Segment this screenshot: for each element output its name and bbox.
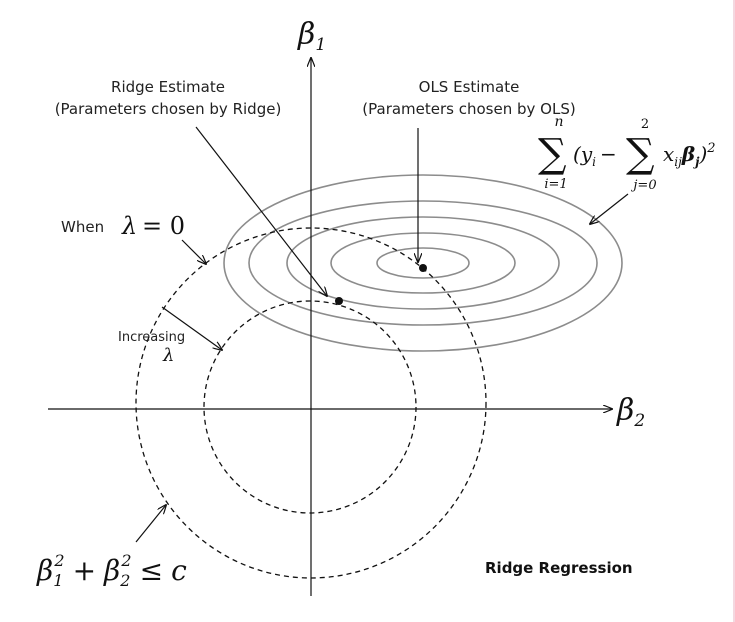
rss-contours xyxy=(223,174,623,352)
rss-contour-2 xyxy=(330,232,516,294)
svg-text:xijβj)2: xijβj)2 xyxy=(663,141,716,169)
increasing-lambda-arrow xyxy=(161,306,222,350)
svg-text:j=0: j=0 xyxy=(630,178,656,193)
lambda-zero-label: When λ = 0 xyxy=(61,212,185,240)
page-edge xyxy=(733,0,735,622)
svg-text:= 0: = 0 xyxy=(142,212,185,240)
ols-estimate-title: OLS Estimate xyxy=(419,78,520,96)
ridge-estimate-arrow xyxy=(195,126,327,296)
rss-contour-5 xyxy=(223,174,623,352)
svg-text:∑: ∑ xyxy=(538,131,567,177)
constraint-arrow xyxy=(135,505,166,543)
rss-formula: ∑ n i=1 (yi− ∑ 2 j=0 xijβj)2 xyxy=(538,114,716,193)
rss-contour-4 xyxy=(248,200,598,326)
svg-text:(yi−: (yi− xyxy=(573,142,617,169)
diagram-title: Ridge Regression xyxy=(485,559,633,577)
ols-estimate-point xyxy=(419,264,427,272)
svg-text:When: When xyxy=(61,218,104,236)
svg-text:n: n xyxy=(554,114,563,130)
rss-contour-3 xyxy=(286,216,560,310)
svg-text:i=1: i=1 xyxy=(544,177,567,192)
vertical-axis-label: β1 xyxy=(297,17,326,55)
horizontal-axis-label: β2 xyxy=(616,393,645,431)
rss-formula-arrow xyxy=(590,193,629,224)
constraint-inequality: β12+β22≤c xyxy=(36,551,187,590)
svg-text:λ: λ xyxy=(121,212,137,240)
increasing-label: Increasing xyxy=(118,330,185,345)
ridge-estimate-title: Ridge Estimate xyxy=(111,78,225,96)
svg-text:2: 2 xyxy=(641,117,649,132)
svg-text:∑: ∑ xyxy=(626,131,655,177)
ols-estimate-subtitle: (Parameters chosen by OLS) xyxy=(362,100,575,118)
lambda-zero-arrow xyxy=(181,239,206,264)
ridge-estimate-point xyxy=(335,297,343,305)
ridge-estimate-subtitle: (Parameters chosen by Ridge) xyxy=(55,100,282,118)
increasing-lambda-symbol: λ xyxy=(162,345,174,366)
rss-contour-1 xyxy=(376,247,470,279)
constraint-circle-inner xyxy=(203,300,417,514)
